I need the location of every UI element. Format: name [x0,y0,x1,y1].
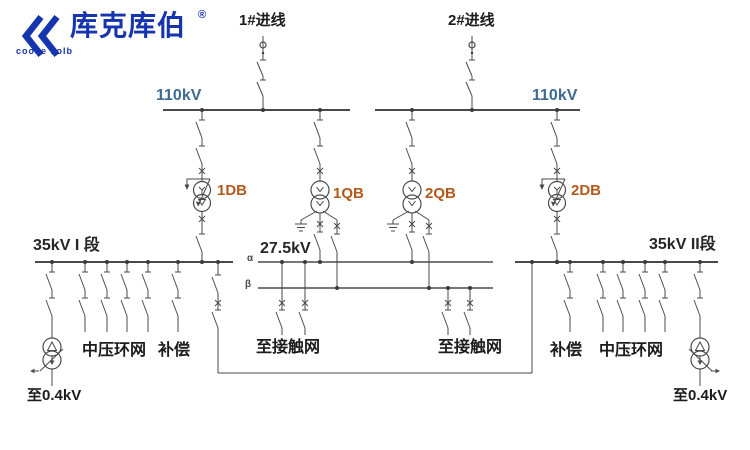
bus1-section-label: 35kV I 段 [33,237,100,254]
hv-bus-left-label: 110kV [156,87,202,104]
diagram-linework [30,36,720,386]
catenary-left-label: 至接触网 [256,339,321,356]
compensation-left-label: 补偿 [158,342,191,359]
lv-tap-right-label: 至0.4kV [673,387,728,404]
transformer-1qb-label: 1QB [333,185,364,202]
traction-voltage-label: 27.5kV [260,240,311,257]
lv-tap-left-label: 至0.4kV [27,387,82,404]
compensation-right-label: 补偿 [550,342,583,359]
catenary-right-label: 至接触网 [438,339,503,356]
incoming-2-label: 2#进线 [448,12,495,29]
brand-name: 库克库伯 [70,10,187,41]
ring-network-left-label: 中压环网 [82,342,147,359]
brand-subtitle: cooke kolb [16,46,74,56]
brand-chevron-icon [21,14,60,58]
hv-bus-right-label: 110kV [532,87,578,104]
incoming-1-label: 1#进线 [239,12,286,29]
brand-registered-mark: ® [198,9,207,21]
phase-beta-label: β [245,279,252,290]
phase-alpha-label: α [247,253,254,264]
transformer-2db-label: 2DB [571,182,602,199]
transformer-2qb-label: 2QB [425,185,456,202]
ring-network-right-label: 中压环网 [599,342,664,359]
transformer-1db-label: 1DB [217,182,248,199]
bus2-section-label: 35kV II段 [649,236,716,253]
